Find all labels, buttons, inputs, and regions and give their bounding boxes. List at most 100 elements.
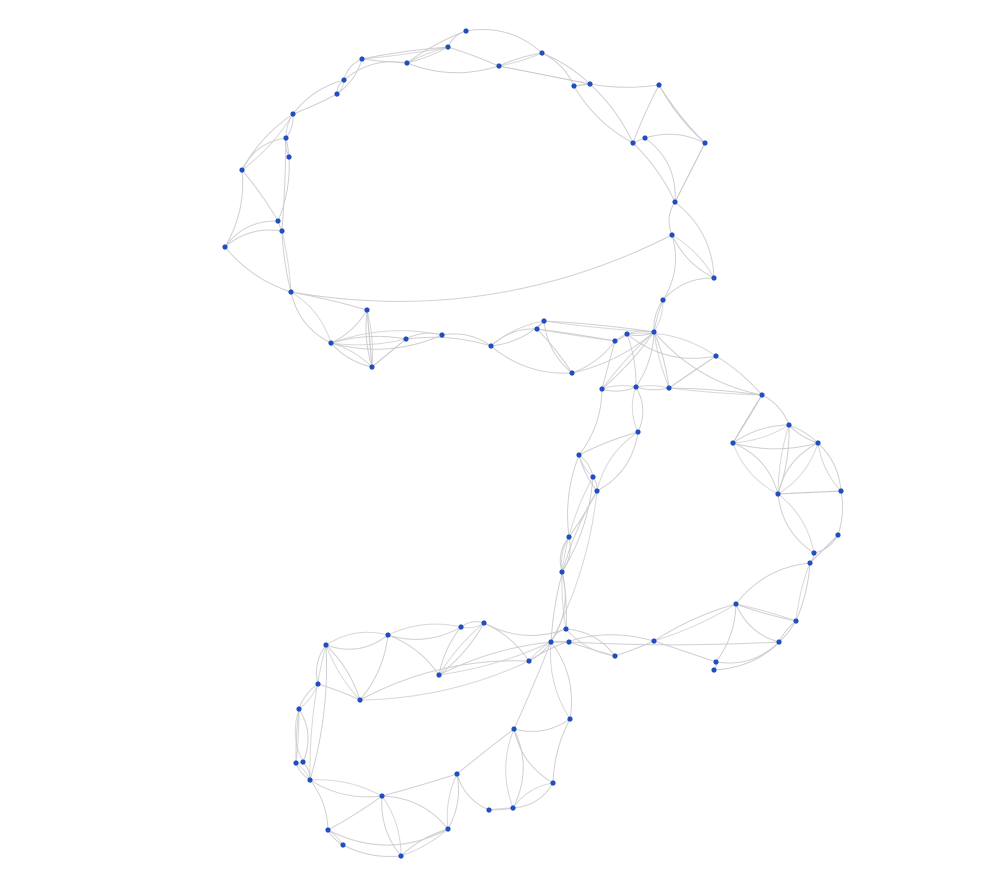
graph-node [590,474,596,480]
graph-edge [614,640,655,657]
graph-edge [561,476,594,573]
graph-edge [550,490,598,643]
graph-edge [674,201,715,279]
graph-edge [777,442,819,495]
graph-edge [241,169,279,222]
graph-edge [381,795,402,857]
graph-node [279,228,285,234]
graph-edge [552,718,571,784]
graph-edge [309,779,383,797]
graph-node [445,826,451,832]
graph-edge [336,58,363,95]
graph-edge [777,424,790,495]
graph-node [222,244,228,250]
graph-edge [735,603,797,622]
graph-node [539,50,545,56]
graph-node [296,706,302,712]
graph-edge [788,424,819,444]
graph-edge [653,331,670,389]
graph-edge [573,85,634,144]
graph-node [594,488,600,494]
graph-edge [653,299,664,333]
graph-edge [674,142,706,203]
graph-edge [387,634,440,676]
graph-edge [732,442,819,450]
graph-node [541,318,547,324]
graph-edge [565,628,616,657]
graph-node [364,307,370,313]
graph-edge [543,320,655,333]
graph-node [651,329,657,335]
graph-edge [317,683,361,701]
graph-edge [366,309,373,368]
graph-edge [290,291,332,344]
graph-edge [671,234,715,279]
graph-edge [387,626,462,640]
graph-edge [441,333,492,347]
graph-node [510,805,516,811]
graph-edge [571,340,616,374]
graph-edge [777,490,842,495]
graph-edge [224,220,279,248]
graph-node [534,326,540,332]
graph-edge [342,844,402,858]
graph-edge [653,640,717,663]
graph-edge [498,65,591,85]
graph-node [567,716,573,722]
graph-edge [330,338,407,346]
graph-edge [653,331,763,396]
graph-edge [715,641,780,664]
graph-edge [406,30,467,64]
graph-edge [490,320,545,347]
graph-edge [561,571,567,630]
graph-edge [668,387,763,396]
graph-node [713,353,719,359]
graph-edge [565,628,616,657]
graph-edge [483,622,567,636]
graph-edge [668,355,717,389]
graph-edge [498,52,543,67]
graph-edge [447,30,467,48]
graph-edge [406,62,500,74]
graph-edge [490,328,538,347]
graph-node [576,452,582,458]
graph-node [328,340,334,346]
graph-node [486,807,492,813]
graph-edge [777,493,815,554]
graph-node [599,386,605,392]
graph-edge [309,644,328,781]
graph-edge [635,386,644,433]
graph-edge [277,156,290,222]
graph-node [340,842,346,848]
graph-node [385,632,391,638]
graph-edge [513,641,552,730]
graph-edge [817,442,842,492]
graph-edge [447,46,500,67]
graph-node [357,697,363,703]
graph-node [288,289,294,295]
graph-edge [330,334,443,350]
graph-edge [662,277,715,301]
graph-node [702,140,708,146]
graph-node [711,275,717,281]
graph-edge [456,773,490,811]
graph-node [633,384,639,390]
graph-edge [330,330,443,344]
graph-edge [644,137,676,203]
graph-node [403,336,409,342]
graph-node [587,81,593,87]
graph-node [835,532,841,538]
graph-node [398,853,404,859]
graph-edge [330,309,368,344]
graph-edge [761,394,790,426]
graph-edge [550,490,598,643]
graph-edge [571,331,655,374]
graph-edge [224,229,283,248]
graph-edge [281,230,292,293]
graph-edge [298,708,309,763]
graph-edge [371,338,407,368]
graph-edge [635,386,670,391]
graph-edge [536,328,573,374]
graph-edge [406,46,449,64]
graph-edge [400,828,449,857]
